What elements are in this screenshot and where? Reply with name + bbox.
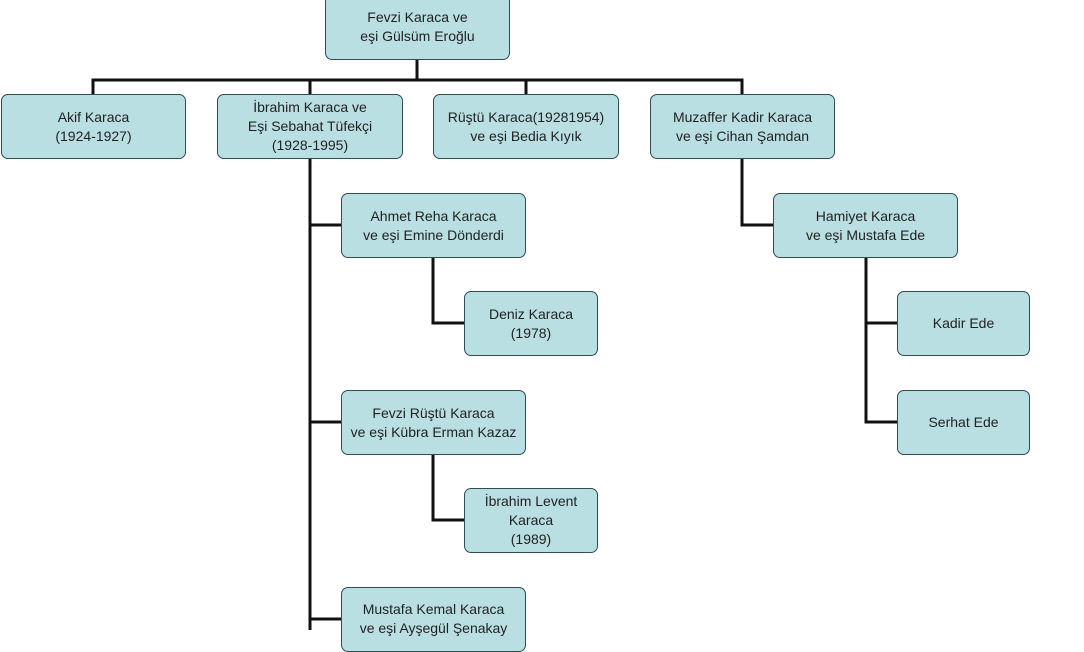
- node-serhat-ede: Serhat Ede: [897, 390, 1030, 455]
- node-hamiyet-karaca: Hamiyet Karaca ve eşi Mustafa Ede: [773, 193, 958, 258]
- node-deniz-karaca-label: Deniz Karaca (1978): [488, 305, 574, 341]
- node-ibrahim-karaca: İbrahim Karaca ve Eşi Sebahat Tüfekçi (1…: [217, 94, 403, 159]
- node-fevzi-karaca: Fevzi Karaca ve eşi Gülsüm Eroğlu: [325, 0, 510, 60]
- node-fevzi-rustu-karaca-label: Fevzi Rüştü Karaca ve eşi Kübra Erman Ka…: [350, 404, 517, 440]
- node-fevzi-karaca-label: Fevzi Karaca ve eşi Gülsüm Eroğlu: [360, 9, 475, 44]
- node-hamiyet-karaca-label: Hamiyet Karaca ve eşi Mustafa Ede: [805, 207, 926, 243]
- node-muzaffer-karaca-label: Muzaffer Kadir Karaca ve eşi Cihan Şamda…: [672, 108, 813, 144]
- node-mustafa-kemal-karaca-label: Mustafa Kemal Karaca ve eşi Ayşegül Şena…: [359, 601, 508, 636]
- node-muzaffer-karaca: Muzaffer Kadir Karaca ve eşi Cihan Şamda…: [650, 94, 835, 159]
- node-ahmet-reha-karaca: Ahmet Reha Karaca ve eşi Emine Dönderdi: [341, 193, 526, 258]
- node-akif-karaca-label: Akif Karaca (1924-1927): [55, 108, 132, 144]
- node-fevzi-rustu-karaca: Fevzi Rüştü Karaca ve eşi Kübra Erman Ka…: [341, 390, 526, 455]
- node-mustafa-kemal-karaca: Mustafa Kemal Karaca ve eşi Ayşegül Şena…: [341, 587, 526, 652]
- node-kadir-ede-label: Kadir Ede: [932, 315, 995, 331]
- node-kadir-ede: Kadir Ede: [897, 291, 1030, 356]
- connector-lines: [91, 58, 899, 630]
- node-serhat-ede-label: Serhat Ede: [928, 414, 999, 430]
- node-ibrahim-levent-karaca: İbrahim Levent Karaca (1989): [464, 488, 598, 553]
- node-ibrahim-levent-karaca-label: İbrahim Levent Karaca (1989): [484, 493, 578, 547]
- node-deniz-karaca: Deniz Karaca (1978): [464, 291, 598, 356]
- node-rustu-karaca-label: Rüştü Karaca(19281954) ve eşi Bedia Kıyı…: [447, 108, 605, 144]
- node-akif-karaca: Akif Karaca (1924-1927): [1, 94, 186, 159]
- node-ahmet-reha-karaca-label: Ahmet Reha Karaca ve eşi Emine Dönderdi: [363, 207, 504, 243]
- node-ibrahim-karaca-label: İbrahim Karaca ve Eşi Sebahat Tüfekçi (1…: [247, 99, 373, 153]
- family-tree-diagram: Fevzi Karaca ve eşi Gülsüm Eroğlu Akif K…: [1, 0, 1030, 652]
- node-rustu-karaca: Rüştü Karaca(19281954) ve eşi Bedia Kıyı…: [433, 94, 619, 159]
